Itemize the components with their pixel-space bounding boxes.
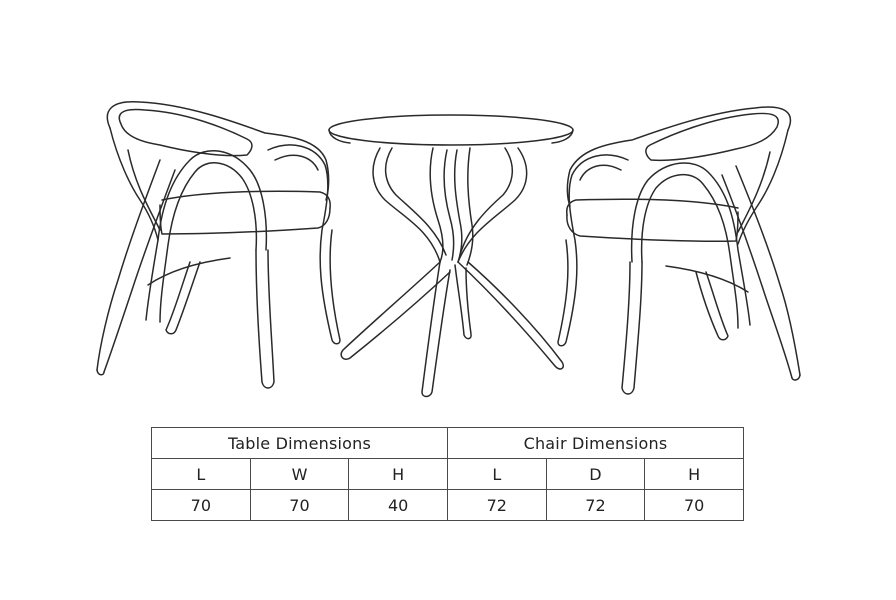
right-chair-cushion-top: [566, 198, 739, 216]
dimensions-header-row: L W H L D H: [151, 458, 744, 490]
right-chair-back-sweep: [735, 165, 801, 376]
right-chair-rim-outer: [566, 106, 792, 207]
table-leg-front-right: [457, 261, 565, 370]
left-chair-cushion-front: [159, 204, 331, 235]
table-top-edge: [328, 129, 574, 144]
right-chair-back-sweep-inner: [721, 174, 793, 379]
left-chair-back-foot: [96, 369, 105, 376]
dimensions-value-row: 70 70 40 72 72 70: [151, 489, 744, 521]
table-brace-right: [457, 147, 528, 263]
right-chair-rim-inner: [645, 112, 779, 162]
table-column-right-b: [466, 147, 474, 266]
left-chair-right-arm: [267, 144, 341, 345]
chair-depth-header: D: [545, 458, 646, 490]
round-table: [328, 114, 574, 398]
chair-length-value: 72: [446, 489, 547, 521]
table-length-header: L: [151, 458, 251, 490]
right-chair-back-foot: [791, 374, 801, 381]
chair-length-header: L: [446, 458, 547, 490]
chair-height-value: 70: [644, 489, 744, 521]
left-chair-back-side: [127, 149, 161, 231]
table-leg-front-left: [340, 261, 451, 361]
right-chair-rear-leg: [695, 271, 729, 341]
table-leg-center: [421, 261, 451, 398]
left-chair-under: [147, 257, 231, 286]
right-chair: [557, 106, 801, 395]
table-brace-left-inner: [384, 147, 447, 256]
left-chair-arm-outer: [145, 150, 268, 321]
table-width-header: W: [249, 458, 350, 490]
left-chair-cushion-top: [161, 190, 331, 209]
table-leg-back: [454, 264, 472, 340]
table-top: [328, 114, 574, 146]
right-chair-front-leg: [621, 261, 643, 395]
table-width-value: 70: [249, 489, 350, 521]
left-chair-back-shell: [109, 127, 159, 241]
right-chair-left-arm-inner: [579, 164, 622, 181]
left-chair-rim-inner: [118, 108, 253, 157]
table-brace-left: [372, 147, 441, 263]
table-column-left-b: [443, 149, 455, 261]
table-brace-right-inner: [459, 147, 513, 256]
table-height-header: H: [348, 458, 448, 490]
chair-dimensions-header: Chair Dimensions: [446, 427, 745, 459]
right-chair-cushion-front: [566, 211, 739, 243]
table-dimensions-header: Table Dimensions: [151, 427, 448, 459]
right-chair-arm-inner: [640, 174, 739, 329]
table-column-right: [453, 149, 463, 263]
left-chair-rear-leg: [165, 261, 201, 335]
table-height-value: 40: [348, 489, 448, 521]
table-column-left: [429, 147, 444, 263]
left-chair-front-leg: [255, 249, 275, 389]
left-chair-arm-inner: [159, 162, 258, 323]
left-chair: [96, 101, 341, 389]
right-chair-left-arm: [557, 154, 629, 347]
table-length-value: 70: [151, 489, 251, 521]
right-chair-under: [665, 265, 749, 293]
dimensions-group-row: Table Dimensions Chair Dimensions: [151, 427, 745, 459]
furniture-line-drawing: [96, 101, 801, 398]
left-chair-back-sweep: [96, 159, 161, 371]
right-chair-arm-outer: [630, 162, 751, 326]
chair-depth-value: 72: [545, 489, 646, 521]
left-chair-back-sweep-inner: [103, 169, 176, 373]
dimensions-table: Table Dimensions Chair Dimensions L W H …: [151, 427, 745, 521]
chair-height-header: H: [644, 458, 744, 490]
left-chair-right-arm-inner: [274, 154, 319, 171]
left-chair-rim-outer: [106, 101, 330, 201]
